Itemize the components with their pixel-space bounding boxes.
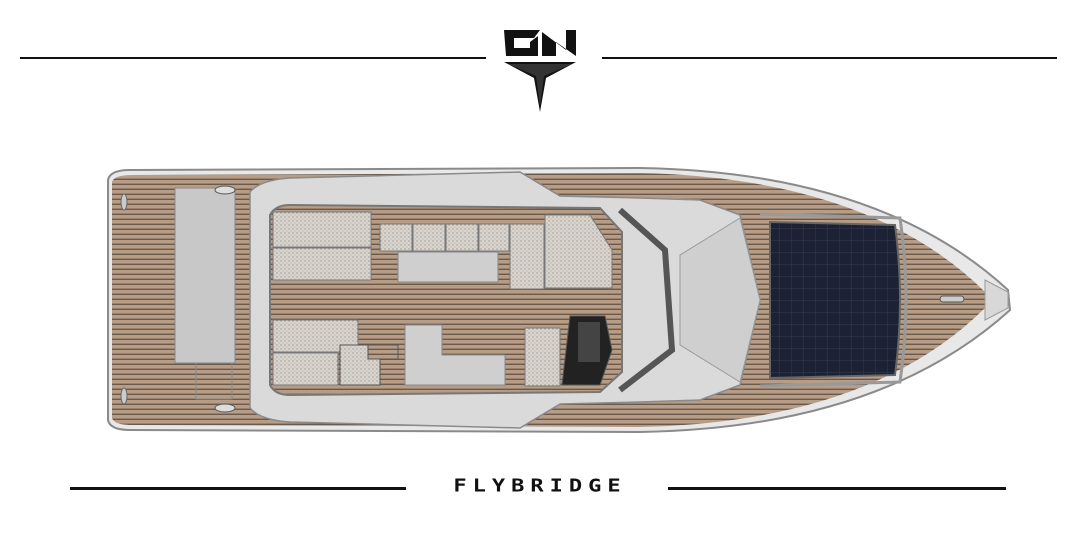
solar-panel bbox=[769, 220, 901, 380]
seat-3 bbox=[445, 223, 479, 252]
bow-cleat bbox=[939, 295, 965, 303]
table bbox=[397, 251, 499, 283]
sofa-fwd-port bbox=[544, 214, 613, 289]
sofa-starboard-aft-2 bbox=[272, 352, 339, 386]
helm-dash bbox=[578, 322, 600, 362]
hatch-starboard bbox=[120, 387, 128, 405]
seat-1 bbox=[379, 223, 413, 252]
wet-bar bbox=[404, 324, 506, 386]
sofa-port-aft bbox=[272, 211, 372, 248]
foredeck-roof bbox=[679, 217, 761, 383]
header-rule-right bbox=[602, 57, 1057, 59]
header-rule-left bbox=[20, 57, 486, 59]
deck-caption: FLYBRIDGE bbox=[453, 476, 627, 497]
windshield-frame bbox=[618, 207, 676, 393]
sofa-port-aft-2 bbox=[272, 247, 372, 281]
hatch-port bbox=[120, 193, 128, 211]
aft-steps bbox=[195, 362, 233, 400]
seat-2 bbox=[412, 223, 446, 252]
bow-tip bbox=[984, 279, 1009, 321]
seat-5 bbox=[509, 223, 545, 290]
aft-locker bbox=[174, 187, 236, 364]
cleat-aft-port bbox=[214, 185, 236, 195]
helm-seat bbox=[524, 327, 561, 387]
solar-frame bbox=[759, 212, 908, 388]
footer-rule-right bbox=[668, 487, 1006, 490]
brand-logo bbox=[504, 30, 576, 112]
cleat-aft-starboard bbox=[214, 403, 236, 413]
seat-4 bbox=[478, 223, 510, 252]
footer-rule-left bbox=[70, 487, 406, 490]
stair-treads bbox=[367, 344, 399, 360]
